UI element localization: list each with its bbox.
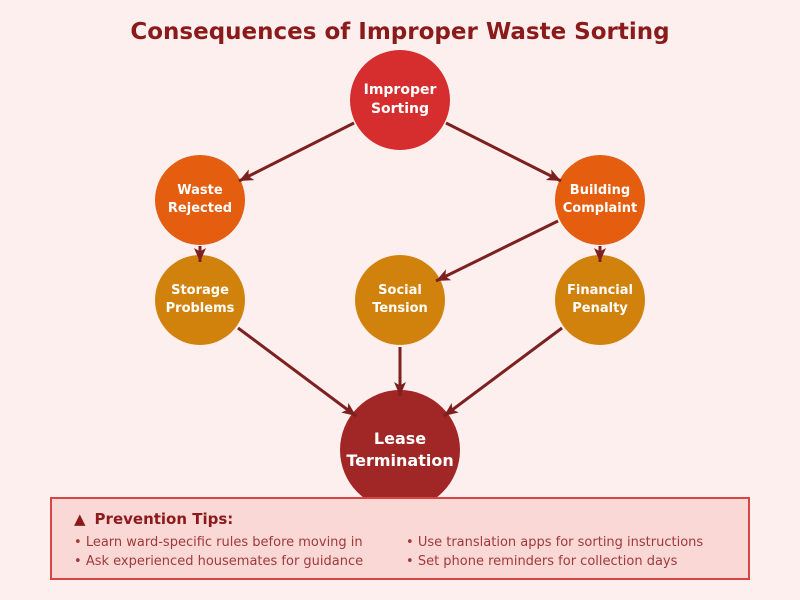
node-lease-termination: Lease Termination bbox=[340, 390, 460, 510]
prevention-tips-heading: Prevention Tips: bbox=[94, 510, 234, 528]
node-financial-penalty: Financial Penalty bbox=[555, 255, 645, 345]
node-label: Building Complaint bbox=[562, 183, 638, 216]
tip-item: Ask experienced housemates for guidance bbox=[74, 553, 406, 572]
node-label: Waste Rejected bbox=[167, 183, 233, 216]
prevention-tips-header: ▲ Prevention Tips: bbox=[74, 510, 748, 528]
node-label: Social Tension bbox=[372, 283, 428, 316]
warning-triangle-icon: ▲ bbox=[74, 510, 86, 528]
node-social-tension: Social Tension bbox=[355, 255, 445, 345]
prevention-tips-columns: Learn ward-specific rules before moving … bbox=[74, 534, 748, 572]
edge-building-complaint-to-social-tension bbox=[435, 219, 559, 283]
node-improper-sorting: Improper Sorting bbox=[350, 50, 450, 150]
node-label: Storage Problems bbox=[165, 283, 235, 316]
tip-item: Learn ward-specific rules before moving … bbox=[74, 534, 406, 553]
edge-improper-to-waste-rejected bbox=[238, 121, 355, 183]
tip-item: Use translation apps for sorting instruc… bbox=[406, 534, 703, 553]
node-label: Improper Sorting bbox=[363, 82, 437, 117]
edge-improper-to-building-complaint bbox=[445, 121, 562, 183]
node-label: Lease Termination bbox=[346, 429, 454, 470]
node-building-complaint: Building Complaint bbox=[555, 155, 645, 245]
prevention-tips-panel: ▲ Prevention Tips: Learn ward-specific r… bbox=[50, 497, 750, 580]
edge-financial-penalty-to-lease-termination bbox=[443, 326, 563, 418]
tips-column-left: Learn ward-specific rules before moving … bbox=[74, 534, 406, 572]
node-waste-rejected: Waste Rejected bbox=[155, 155, 245, 245]
tip-item: Set phone reminders for collection days bbox=[406, 553, 703, 572]
node-storage-problems: Storage Problems bbox=[155, 255, 245, 345]
tips-column-right: Use translation apps for sorting instruc… bbox=[406, 534, 703, 572]
node-label: Financial Penalty bbox=[566, 283, 633, 316]
edge-storage-problems-to-lease-termination bbox=[237, 326, 357, 418]
page-title: Consequences of Improper Waste Sorting bbox=[130, 19, 670, 45]
